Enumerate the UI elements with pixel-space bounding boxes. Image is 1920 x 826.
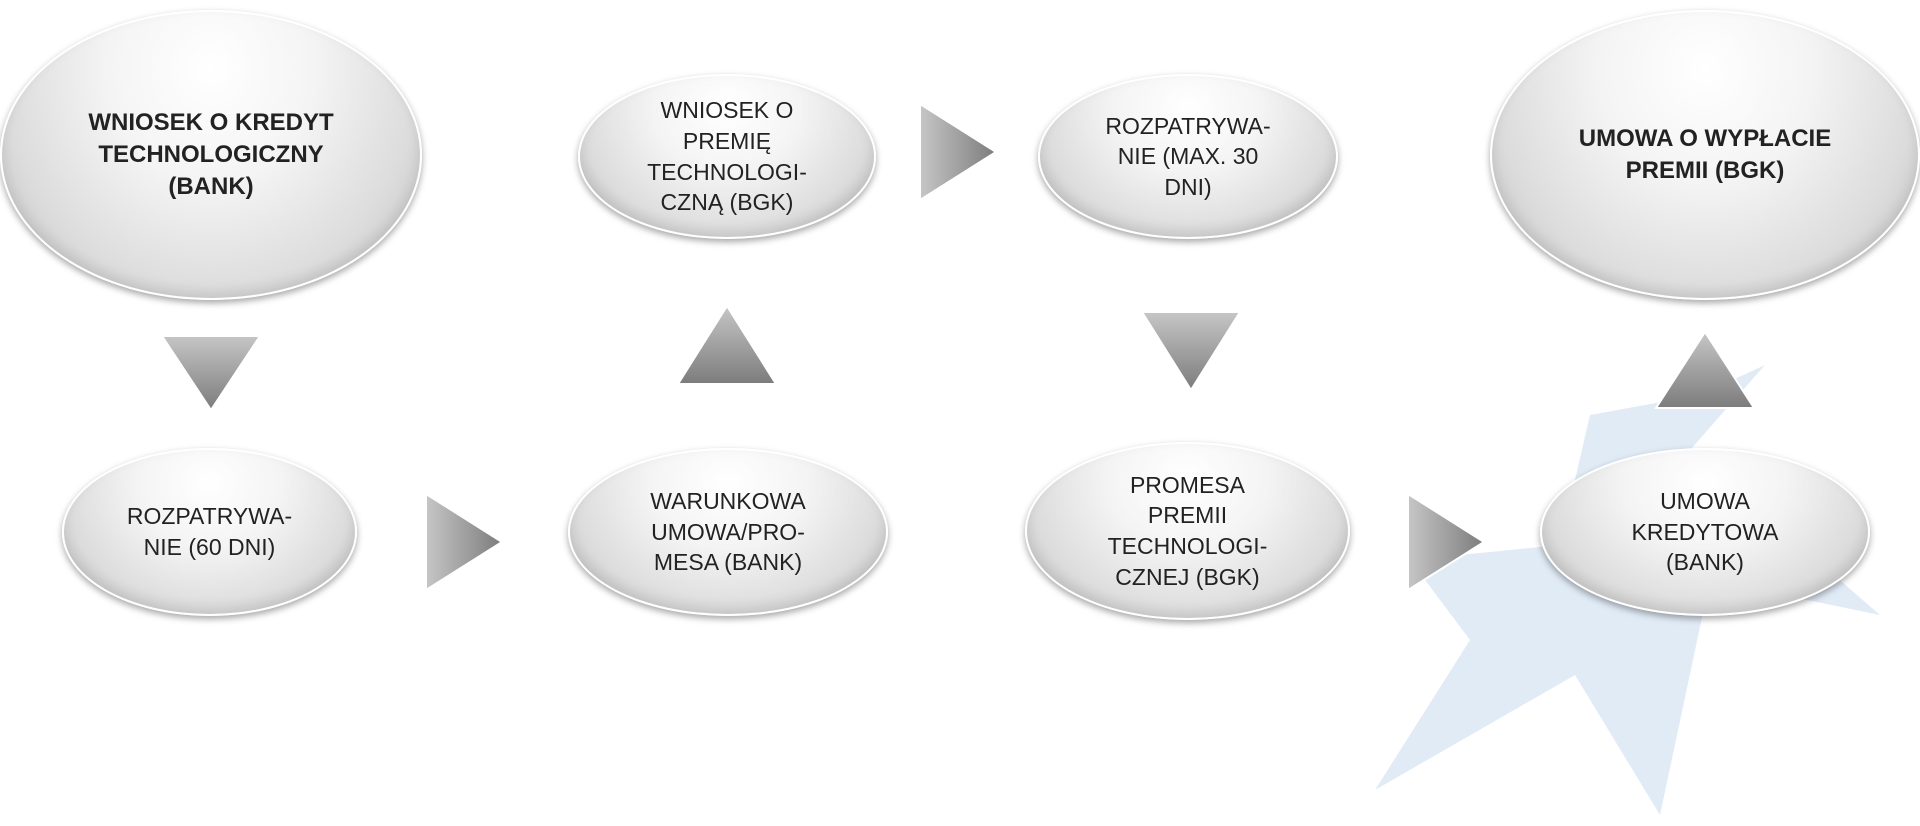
node-label: UMOWA O WYPŁACIE PREMII (BGK) [1578, 125, 1832, 184]
node-rozpatrywanie-max-30-dni: ROZPATRYWA- NIE (MAX. 30 DNI) [1038, 74, 1338, 239]
node-warunkowa-umowa: WARUNKOWA UMOWA/PRO- MESA (BANK) [568, 448, 888, 616]
arrow-right-icon [919, 102, 998, 202]
node-label: UMOWA KREDYTOWA (BANK) [1631, 488, 1779, 576]
node-umowa-o-wyplacie-premii: UMOWA O WYPŁACIE PREMII (BGK) [1490, 10, 1920, 300]
arrow-right-icon [425, 492, 504, 592]
node-promesa-premii: PROMESA PREMII TECHNOLOGI- CZNEJ (BGK) [1025, 442, 1350, 620]
node-wniosek-o-kredyt: WNIOSEK O KREDYT TECHNOLOGICZNY (BANK) [0, 10, 422, 300]
node-label: ROZPATRYWA- NIE (60 DNI) [126, 503, 293, 560]
node-label: PROMESA PREMII TECHNOLOGI- CZNEJ (BGK) [1107, 471, 1268, 590]
node-label: WNIOSEK O KREDYT TECHNOLOGICZNY (BANK) [88, 109, 334, 200]
arrow-up-icon [676, 304, 778, 385]
node-label: WNIOSEK O PREMIĘ TECHNOLOGI- CZNĄ (BGK) [647, 97, 807, 216]
node-rozpatrywanie-60-dni: ROZPATRYWA- NIE (60 DNI) [62, 448, 357, 616]
node-label: WARUNKOWA UMOWA/PRO- MESA (BANK) [650, 488, 806, 576]
arrow-down-icon [160, 335, 262, 412]
node-wniosek-o-premie: WNIOSEK O PREMIĘ TECHNOLOGI- CZNĄ (BGK) [578, 74, 876, 239]
node-umowa-kredytowa: UMOWA KREDYTOWA (BANK) [1540, 448, 1870, 616]
arrow-up-icon [1654, 330, 1756, 409]
node-label: ROZPATRYWA- NIE (MAX. 30 DNI) [1105, 112, 1271, 200]
arrow-down-icon [1140, 311, 1242, 392]
arrow-right-icon [1407, 492, 1486, 592]
